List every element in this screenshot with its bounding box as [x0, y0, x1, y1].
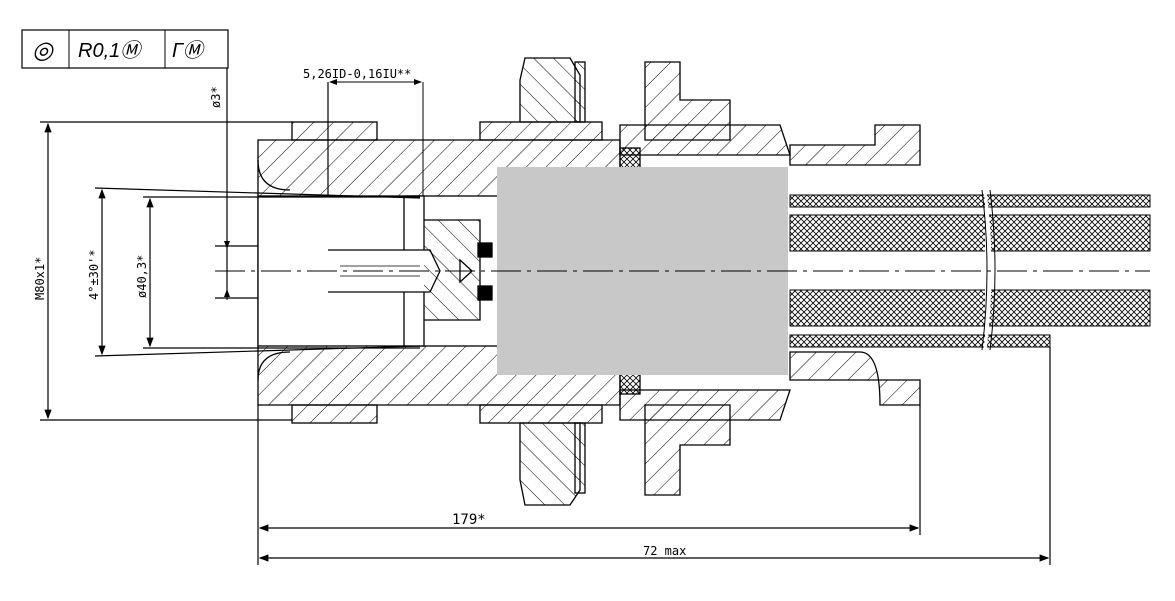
tolerance-symbol: ◎: [32, 37, 55, 64]
tolerance-frame: ◎ R0,1Ⓜ ГⓂ: [21, 29, 229, 69]
cable: [789, 189, 1151, 351]
pin-diameter-label: ø3*: [209, 86, 223, 108]
length-179-label: 179*: [452, 512, 486, 528]
left-dimensions: [40, 121, 421, 421]
pin-length-label: 5,26ID-0,16IU**: [303, 67, 411, 81]
length-max-label: 72 max: [643, 544, 686, 558]
bore-diameter-label: ø40,3*: [135, 255, 149, 298]
tolerance-value: R0,1Ⓜ: [78, 40, 143, 62]
bottom-dimensions: [257, 347, 1051, 565]
thread-label: M80x1*: [33, 257, 47, 300]
tolerance-datum: ГⓂ: [172, 40, 206, 62]
angle-label: 4°±30'*: [87, 249, 101, 300]
